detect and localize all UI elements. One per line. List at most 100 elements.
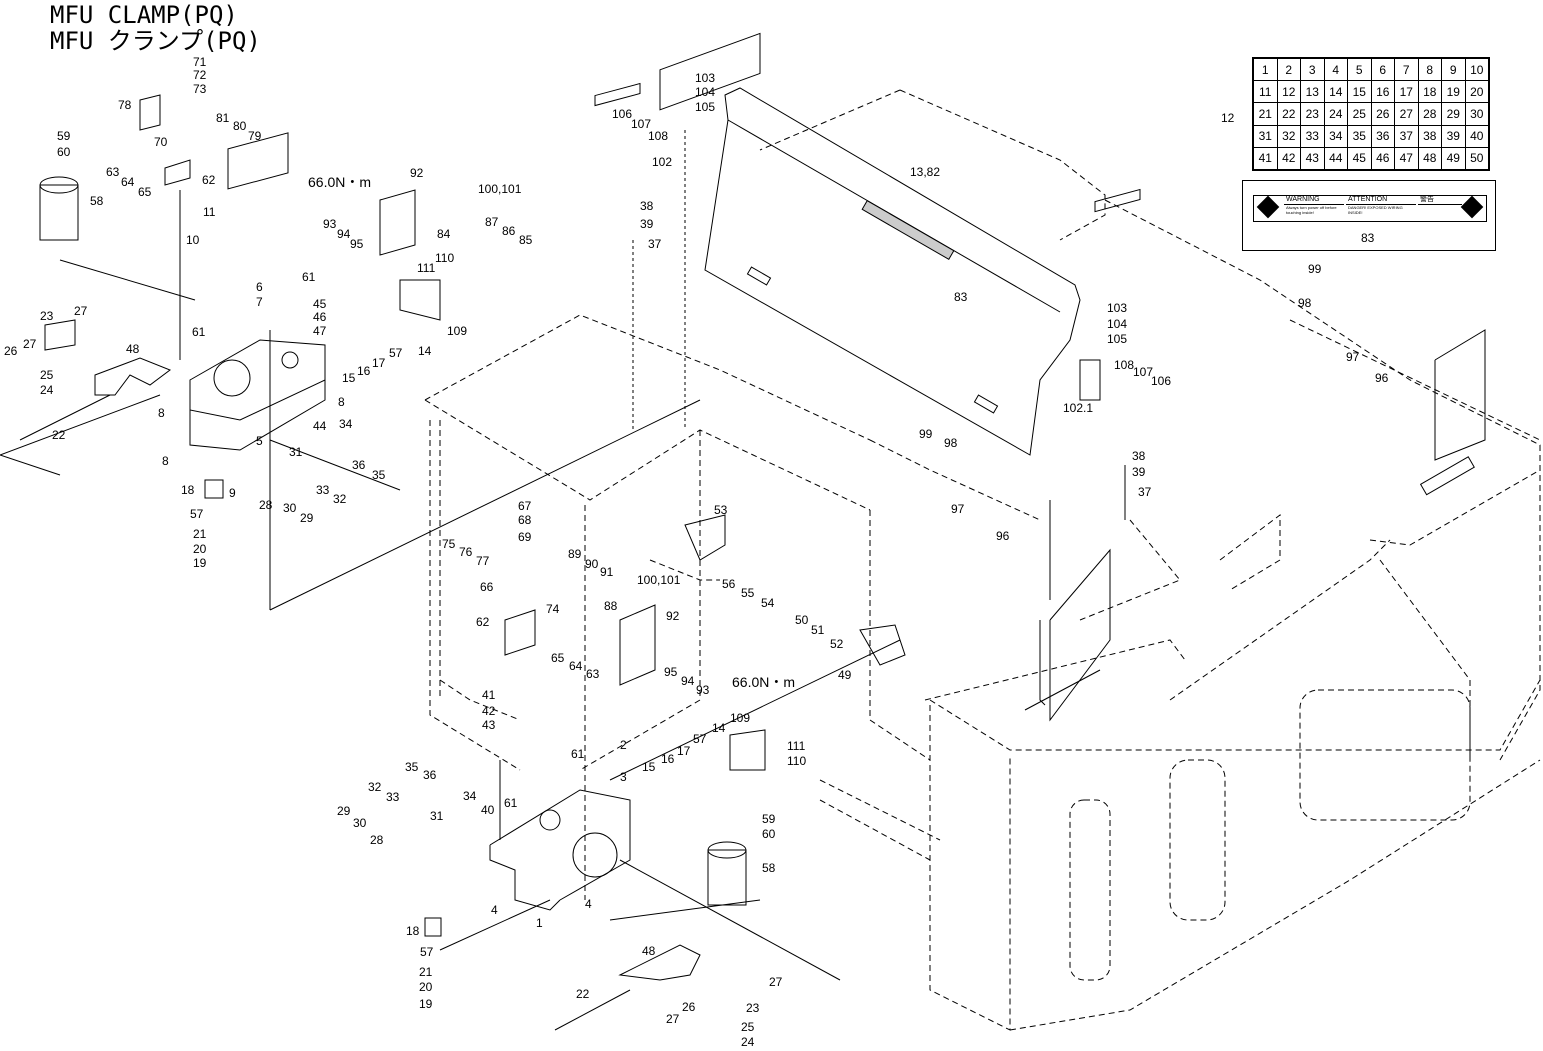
part-number-label: 50	[795, 613, 809, 627]
part-number-label: 62	[202, 173, 216, 187]
part-number-label: 8	[162, 454, 169, 468]
part-number-label: 36	[423, 768, 437, 782]
part-number-label: 41	[482, 688, 496, 702]
part-number-label: 49	[838, 668, 852, 682]
label-grid-cell: 42	[1276, 146, 1301, 171]
part-number-label: 67	[518, 499, 532, 513]
part-number-label: 65	[138, 185, 152, 199]
part-number-label: 94	[337, 227, 351, 241]
part-number-label: 27	[23, 337, 37, 351]
label-grid-cell: 36	[1370, 124, 1395, 148]
part-number-label: 66	[480, 580, 494, 594]
label-grid-cell: 34	[1323, 124, 1348, 148]
label-sheet-ref: 12	[1221, 111, 1235, 125]
label-grid-cell: 48	[1417, 146, 1442, 171]
part-number-label: 89	[568, 547, 582, 561]
part-number-label: 8	[158, 406, 165, 420]
part-number-label: 3	[620, 770, 627, 784]
part-number-label: 5	[256, 434, 263, 448]
part-number-label: 76	[459, 545, 473, 559]
part-number-label: 20	[419, 980, 433, 994]
part-number-label: 61	[571, 747, 585, 761]
label-grid-cell: 46	[1370, 146, 1395, 171]
left-clamp-block	[0, 94, 701, 611]
part-number-label: 31	[289, 445, 303, 459]
label-grid-cell: 39	[1441, 124, 1466, 148]
part-number-label: 81	[216, 111, 230, 125]
part-number-label: 44	[313, 419, 327, 433]
part-number-label: 92	[666, 609, 680, 623]
jp-warning-head: 警告	[1418, 196, 1462, 205]
part-number-label: 91	[600, 565, 614, 579]
part-number-label: 1	[536, 916, 543, 930]
part-number-label: 68	[518, 513, 532, 527]
part-number-label: 107	[1133, 365, 1154, 379]
part-number-label: 71	[193, 55, 207, 69]
part-number-label: 25	[40, 368, 54, 382]
part-number-label: 103	[1107, 301, 1128, 315]
part-number-label: 100,101	[478, 182, 522, 196]
label-grid-cell: 24	[1323, 102, 1348, 126]
label-grid-cell: 8	[1417, 57, 1442, 82]
label-grid-cell: 9	[1441, 57, 1466, 82]
label-grid-cell: 22	[1276, 102, 1301, 126]
label-grid-cell: 1	[1253, 57, 1278, 82]
part-number-label: 95	[664, 665, 678, 679]
part-number-label: 104	[1107, 317, 1128, 331]
part-number-label: 98	[944, 436, 958, 450]
part-number-label: 2	[620, 738, 627, 752]
label-grid-cell: 35	[1347, 124, 1372, 148]
label-grid-cell: 43	[1300, 146, 1325, 171]
part-number-label: 95	[350, 237, 364, 251]
warning-head: WARNING	[1284, 196, 1344, 205]
label-grid-cell: 32	[1276, 124, 1301, 148]
part-number-label: 31	[430, 809, 444, 823]
label-grid-cell: 40	[1464, 124, 1489, 148]
part-number-label: 24	[741, 1035, 755, 1049]
part-number-label: 6	[256, 280, 263, 294]
part-number-label: 102	[652, 155, 673, 169]
part-number-label: 40	[481, 803, 495, 817]
part-number-label: 38	[1132, 449, 1146, 463]
part-number-label: 103	[695, 71, 716, 85]
part-number-label: 22	[576, 987, 590, 1001]
part-number-label: 72	[193, 68, 207, 82]
part-number-label: 4	[491, 903, 498, 917]
part-number-label: 100,101	[637, 573, 681, 587]
part-number-label: 20	[193, 542, 207, 556]
part-number-label: 53	[714, 503, 728, 517]
part-number-label: 23	[40, 309, 54, 323]
warning-left-icon	[1256, 195, 1280, 219]
part-number-label: 17	[677, 744, 691, 758]
part-number-label: 48	[126, 342, 140, 356]
part-number-label: 56	[722, 577, 736, 591]
part-number-label: 58	[90, 194, 104, 208]
part-number-label: 84	[437, 227, 451, 241]
part-number-label: 105	[1107, 332, 1128, 346]
label-grid-cell: 29	[1441, 102, 1466, 126]
part-number-label: 21	[419, 965, 433, 979]
part-number-label: 4	[585, 897, 592, 911]
part-number-label: 96	[1375, 371, 1389, 385]
diagram-title-jp: MFU クランプ(PQ)	[50, 27, 261, 55]
part-number-label: 105	[695, 100, 716, 114]
part-number-label: 78	[118, 98, 132, 112]
part-number-label: 21	[193, 527, 207, 541]
warning-column: WARNING Always turn power off before tou…	[1284, 196, 1344, 221]
part-number-label: 19	[193, 556, 207, 570]
part-number-label: 83	[954, 290, 968, 304]
label-grid-cell: 38	[1417, 124, 1442, 148]
label-grid-cell: 25	[1347, 102, 1372, 126]
part-number-label: 28	[370, 833, 384, 847]
part-number-label: 86	[502, 224, 516, 238]
part-number-label: 17	[372, 356, 386, 370]
part-number-label: 7	[256, 295, 263, 309]
part-number-label: 57	[693, 732, 707, 746]
warning-label-box: WARNING Always turn power off before tou…	[1242, 180, 1496, 251]
part-number-label: 70	[154, 135, 168, 149]
part-number-label: 92	[410, 166, 424, 180]
